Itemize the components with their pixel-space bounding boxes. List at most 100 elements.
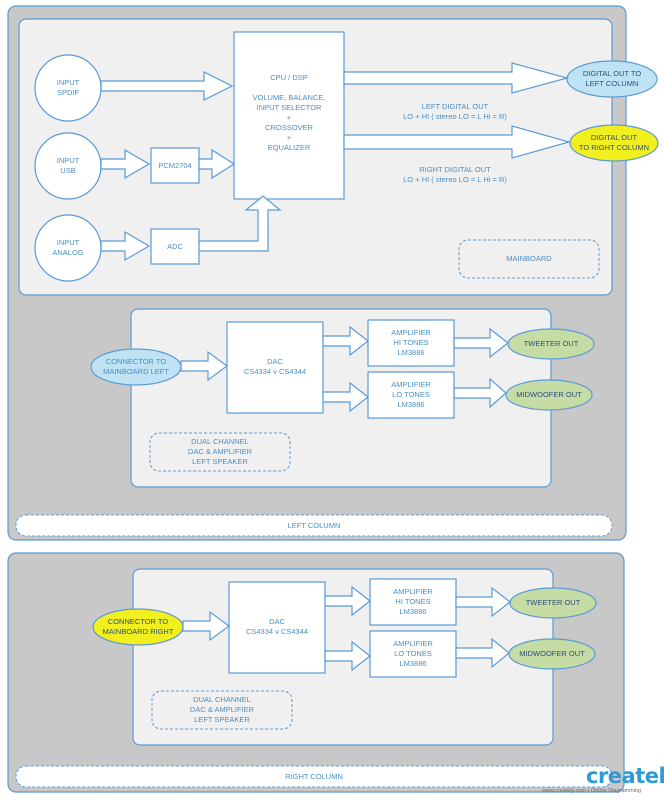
right-column-label: RIGHT COLUMN <box>285 771 343 781</box>
arrow-right-dac-to-amp-lo <box>324 640 371 672</box>
mainboard-label-box <box>458 239 600 279</box>
arrow-right-dac-to-amp-hi <box>324 585 371 617</box>
left-dac-box <box>226 321 324 414</box>
right-amp-lo-label-line: AMPLIFIER <box>393 639 433 648</box>
input-analog-label-line: INPUT <box>56 238 80 247</box>
digital-out-right-node <box>569 124 659 162</box>
arrow-right-amp-hi-to-tweeter <box>455 586 511 618</box>
right-amp-lo-label-line: LO TONES <box>394 649 432 658</box>
creately-logo: creately www.creately.com • Online Diagr… <box>542 764 664 799</box>
input-analog-label-line: ANALOG <box>52 248 84 257</box>
arrow-pcm-to-cpu <box>198 148 236 180</box>
left-tweeter-label: TWEETER OUT <box>523 339 579 348</box>
input-usb-label-line: INPUT <box>56 156 80 165</box>
left-dual-label-line: LEFT SPEAKER <box>192 457 248 466</box>
left-connector-label-line: MAINBOARD LEFT <box>103 367 169 376</box>
right-amp-hi-label-line: HI TONES <box>395 597 431 606</box>
left-column-label: LEFT COLUMN <box>287 520 341 530</box>
adc-label: ADC <box>167 241 183 251</box>
creately-wordmark: creately <box>586 764 664 788</box>
left-amp-lo-label-line: LO TONES <box>392 390 430 399</box>
arrow-left-dac-to-amp-hi <box>322 325 369 357</box>
arrow-left-connector-to-dac <box>180 350 229 382</box>
left-amp-hi-label-line: AMPLIFIER <box>391 328 431 337</box>
digital-out-right-label-line: DIGITAL OUT <box>590 133 638 142</box>
right-midwoofer-node <box>508 638 596 670</box>
right-connector-label-line: MAINBOARD RIGHT <box>102 627 174 636</box>
cpu-dsp-label-line: EQUALIZER <box>267 143 311 152</box>
right-connector-label-line: CONNECTOR TO <box>107 617 169 626</box>
cpu-dsp-label-line: + <box>286 113 292 122</box>
digital-out-left-label-line: LEFT COLUMN <box>585 79 639 88</box>
arrow-right-amp-lo-to-midwoofer <box>455 637 510 669</box>
creately-tagline: www.creately.com • Online Diagramming <box>542 788 642 794</box>
right-digital-out-label-line: LO + HI ( stereo LO = L Hi = R) <box>403 175 507 184</box>
right-dac-box <box>228 581 326 674</box>
left-digital-out-label-line: LEFT DIGITAL OUT <box>421 102 489 111</box>
right-amp-lo-box <box>369 630 457 678</box>
input-spdif-label-line: SPDIF <box>56 88 80 97</box>
input-spdif-label-line: INPUT <box>56 78 80 87</box>
left-amp-lo-label-line: LM3886 <box>397 400 425 409</box>
cpu-dsp-label: CPU / DSP VOLUME, BALANCE,INPUT SELECTOR… <box>234 68 344 158</box>
arrow-cpu-to-left-out <box>343 62 570 94</box>
right-amp-hi-label-line: AMPLIFIER <box>393 587 433 596</box>
arrow-adc-to-cpu <box>198 195 282 252</box>
right-dual-label-line: DUAL CHANNEL <box>193 695 251 704</box>
digital-out-left-label-line: DIGITAL OUT TO <box>582 69 642 78</box>
left-dual-label-line: DAC & AMPLIFIER <box>187 447 253 456</box>
mainboard-label: MAINBOARD <box>506 254 552 263</box>
arrow-right-connector-to-dac <box>182 610 231 642</box>
right-dual-label-box <box>151 690 293 730</box>
digital-out-right-label-line: TO RIGHT COLUMN <box>578 143 650 152</box>
left-midwoofer-node <box>505 379 593 411</box>
left-column-label-box <box>15 514 613 537</box>
cpu-dsp-label-line: INPUT SELECTOR <box>256 103 322 112</box>
left-tweeter-node <box>507 328 595 360</box>
left-digital-out-label-line: LO + HI ( stereo LO = L Hi = R) <box>403 112 507 121</box>
cpu-dsp-label-line: CPU / DSP <box>270 73 308 82</box>
left-dual-label-line: DUAL CHANNEL <box>191 437 249 446</box>
arrow-left-dac-to-amp-lo <box>322 381 369 413</box>
right-tweeter-label: TWEETER OUT <box>525 598 581 607</box>
cpu-dsp-box <box>233 31 345 200</box>
cpu-dsp-label-line: CROSSOVER <box>265 123 313 132</box>
pcm2704-label: PCM2704 <box>158 160 192 170</box>
cpu-dsp-label-line: + <box>286 133 292 142</box>
digital-out-left-node <box>566 60 658 98</box>
cpu-dsp-label-line <box>288 83 290 93</box>
right-dual-label-line: LEFT SPEAKER <box>194 715 250 724</box>
left-connector-label-line: CONNECTOR TO <box>105 357 167 366</box>
arrow-analog-to-adc <box>100 230 151 262</box>
arrow-cpu-to-right-out <box>343 125 572 159</box>
right-tweeter-node <box>509 587 597 619</box>
right-dac-label-line: DAC <box>269 617 285 626</box>
right-amp-hi-label-line: LM3886 <box>399 607 427 616</box>
right-amp-lo-label-line: LM3886 <box>399 659 427 668</box>
left-amp-lo-box <box>367 371 455 419</box>
arrow-usb-to-pcm <box>100 148 151 180</box>
left-amp-hi-label-line: LM3886 <box>397 348 425 357</box>
left-amp-hi-label-line: HI TONES <box>393 338 429 347</box>
left-midwoofer-label: MIDWOOFER OUT <box>516 390 582 399</box>
input-usb-label-line: USB <box>60 166 76 175</box>
left-dual-label-box <box>149 432 291 472</box>
left-dac-label-line: CS4334 v CS4344 <box>243 367 307 376</box>
